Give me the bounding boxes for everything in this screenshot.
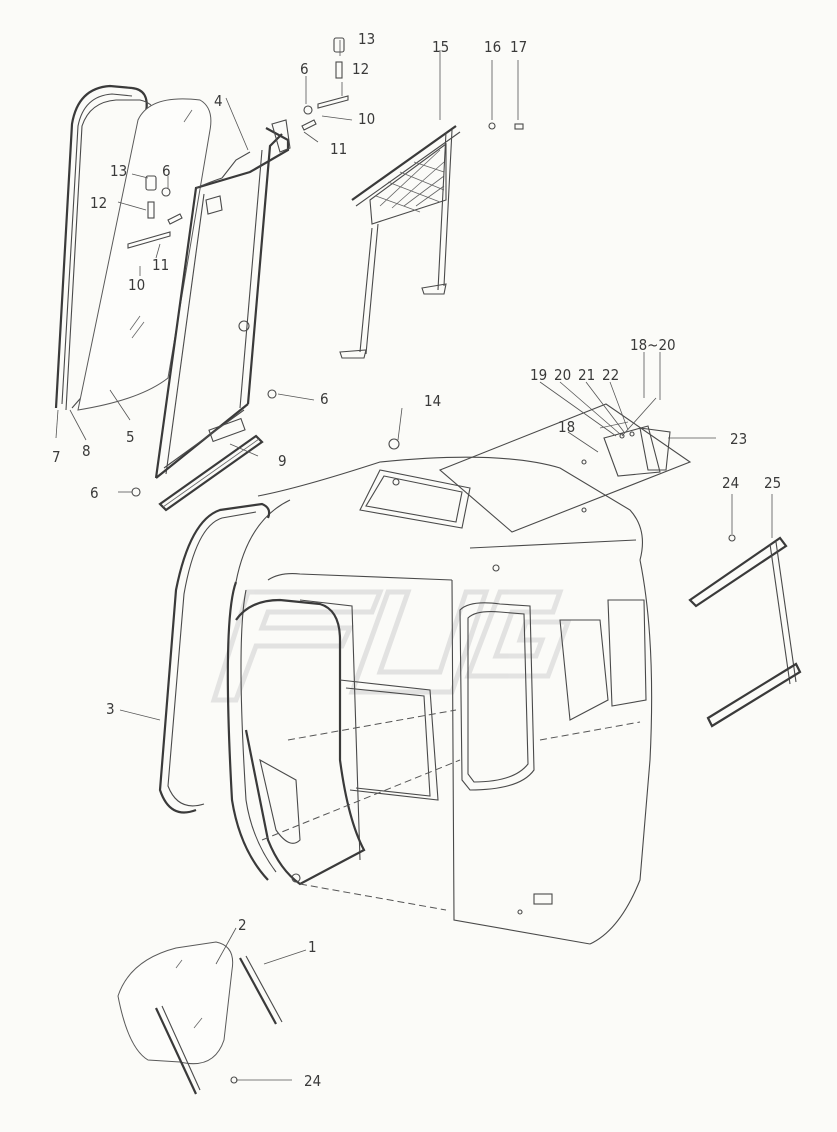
callout-7: 7 (52, 448, 61, 466)
callout-5: 5 (126, 428, 135, 446)
callout-17: 17 (510, 38, 527, 56)
nut-6-upper (267, 389, 277, 399)
callout-25: 25 (764, 474, 781, 492)
callout-24: 24 (722, 474, 739, 492)
part-1-seal-strip (239, 955, 283, 1025)
callout-18-20: 18~20 (630, 336, 676, 354)
callout-6: 6 (162, 162, 171, 180)
part-9-sill-strip (158, 434, 264, 512)
callout-11: 11 (152, 256, 169, 274)
callout-9: 9 (278, 452, 287, 470)
part-5-glass-panel (77, 98, 212, 411)
cab-body (226, 456, 653, 945)
callout-19: 19 (530, 366, 547, 384)
part-23-bracket (438, 403, 692, 533)
callout-24: 24 (304, 1072, 321, 1090)
callout-6: 6 (90, 484, 99, 502)
callout-15: 15 (432, 38, 449, 56)
callout-1: 1 (308, 938, 317, 956)
part-24-bolt-rear (728, 534, 736, 542)
callout-22: 22 (602, 366, 619, 384)
part-4-door-frame (154, 119, 291, 479)
part-14-bolt (388, 438, 400, 450)
callout-6: 6 (320, 390, 329, 408)
callout-13: 13 (358, 30, 375, 48)
callout-23: 23 (730, 430, 747, 448)
callout-12: 12 (90, 194, 107, 212)
watermark-logo (210, 589, 572, 703)
lower-hinge-parts (127, 175, 183, 249)
leader-lines (55, 40, 773, 1081)
callout-2: 2 (238, 916, 247, 934)
part-25-rear-strip (688, 536, 802, 728)
part-16-bolt (488, 122, 496, 130)
part-17-nut (514, 123, 524, 130)
upper-hinge-parts (301, 37, 349, 131)
callout-8: 8 (82, 442, 91, 460)
callout-4: 4 (214, 92, 223, 110)
nut-6-lower (131, 487, 141, 497)
callout-labels: 13 15 16 17 6 12 4 10 11 13 6 12 11 10 1… (52, 30, 781, 1090)
callout-20: 20 (554, 366, 571, 384)
callout-10: 10 (128, 276, 145, 294)
callout-6: 6 (300, 60, 309, 78)
callout-16: 16 (484, 38, 501, 56)
callout-11: 11 (330, 140, 347, 158)
callout-14: 14 (424, 392, 441, 410)
part-15-guard-screen (339, 125, 461, 359)
callout-10: 10 (358, 110, 375, 128)
part-3-front-seal (158, 502, 271, 814)
part-18-screw (581, 459, 587, 465)
callout-13: 13 (110, 162, 127, 180)
part-24-bolt-lower (230, 1076, 238, 1084)
callout-12: 12 (352, 60, 369, 78)
callout-3: 3 (106, 700, 115, 718)
part-2-quarter-glass (117, 941, 234, 1095)
callout-18: 18 (558, 418, 575, 436)
callout-21: 21 (578, 366, 595, 384)
